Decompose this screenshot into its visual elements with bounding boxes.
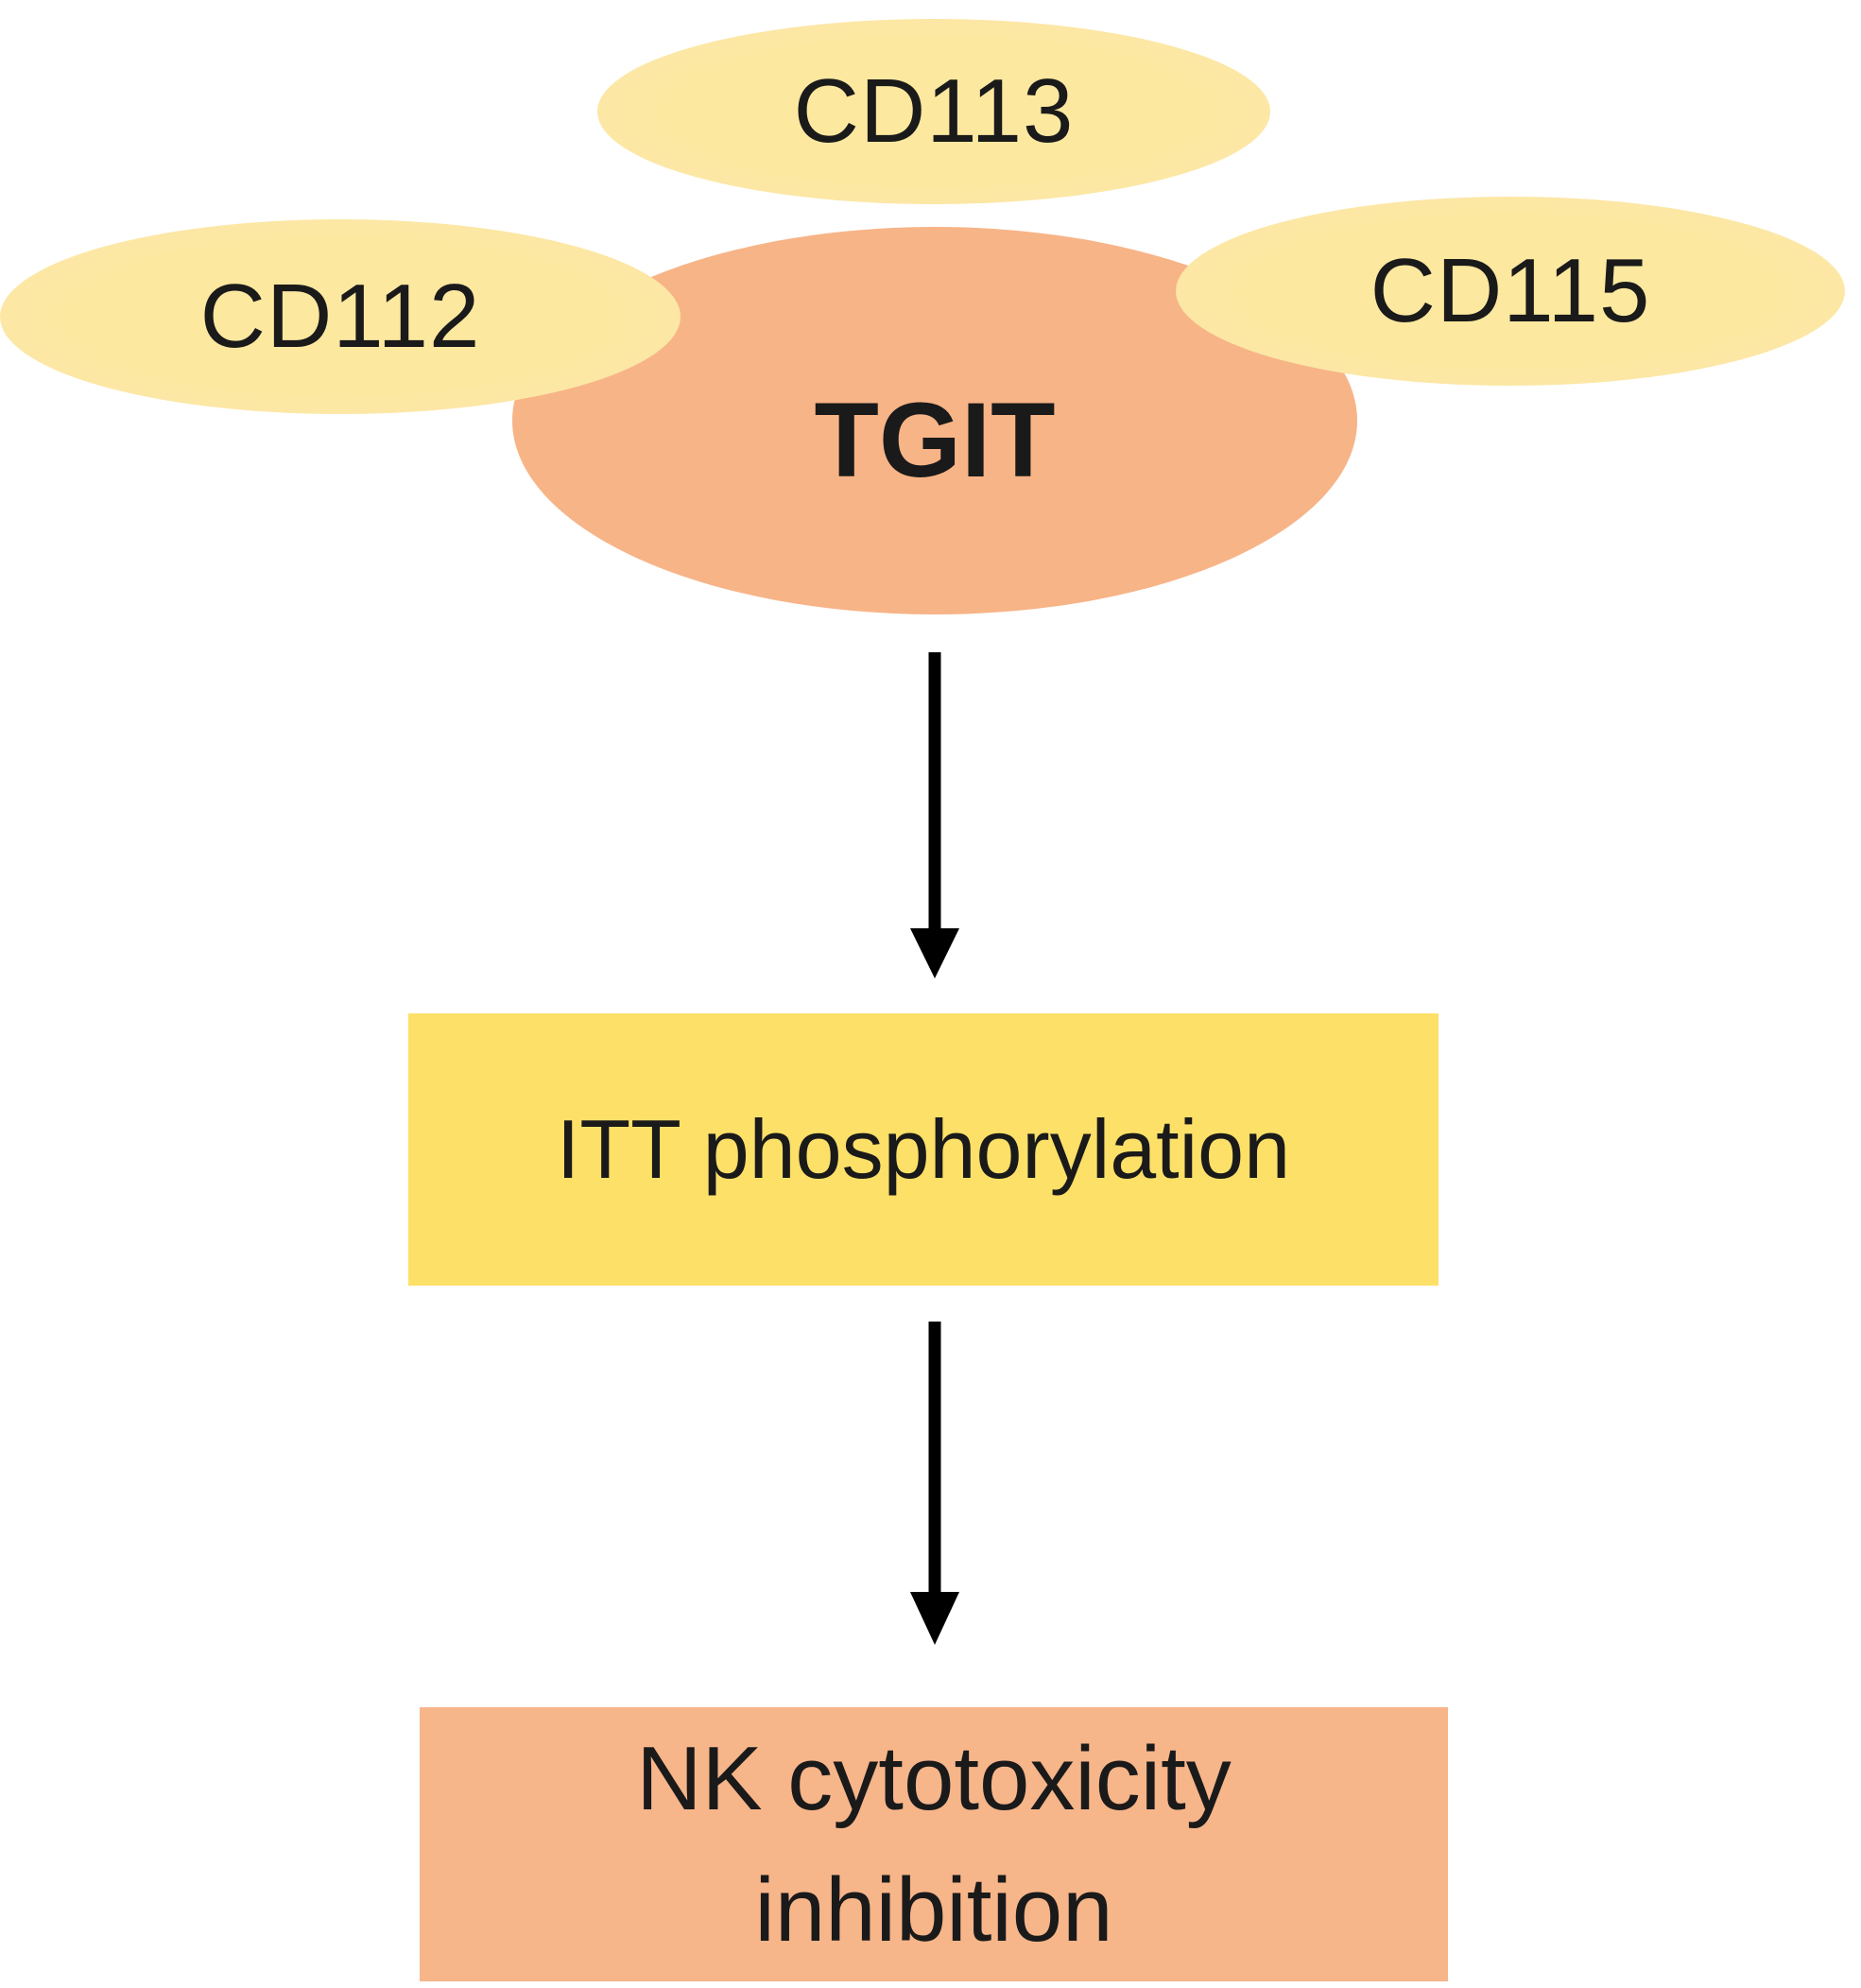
tgit-receptor-label: TGIT [814, 380, 1056, 499]
itt-phosphorylation-label: ITT phosphorylation [556, 1102, 1291, 1196]
arrow-phosphorylation-to-inhibition [910, 1322, 959, 1645]
cd115-ligand-node: CD115 [1176, 197, 1845, 386]
cd113-ligand-node: CD113 [597, 19, 1270, 204]
cd112-ligand-label: CD112 [199, 266, 481, 367]
itt-phosphorylation-box: ITT phosphorylation [408, 1013, 1439, 1286]
arrow-tgit-to-phosphorylation [910, 652, 959, 978]
cd115-ligand-label: CD115 [1370, 240, 1651, 341]
nk-cytotoxicity-inhibition-box: NK cytotoxicity inhibition [420, 1707, 1448, 1981]
nk-cytotoxicity-label-line1: NK cytotoxicity [636, 1727, 1232, 1829]
nk-cytotoxicity-label-line2: inhibition [754, 1859, 1113, 1961]
cd113-ligand-label: CD113 [793, 61, 1075, 162]
cd112-ligand-node: CD112 [0, 219, 681, 414]
